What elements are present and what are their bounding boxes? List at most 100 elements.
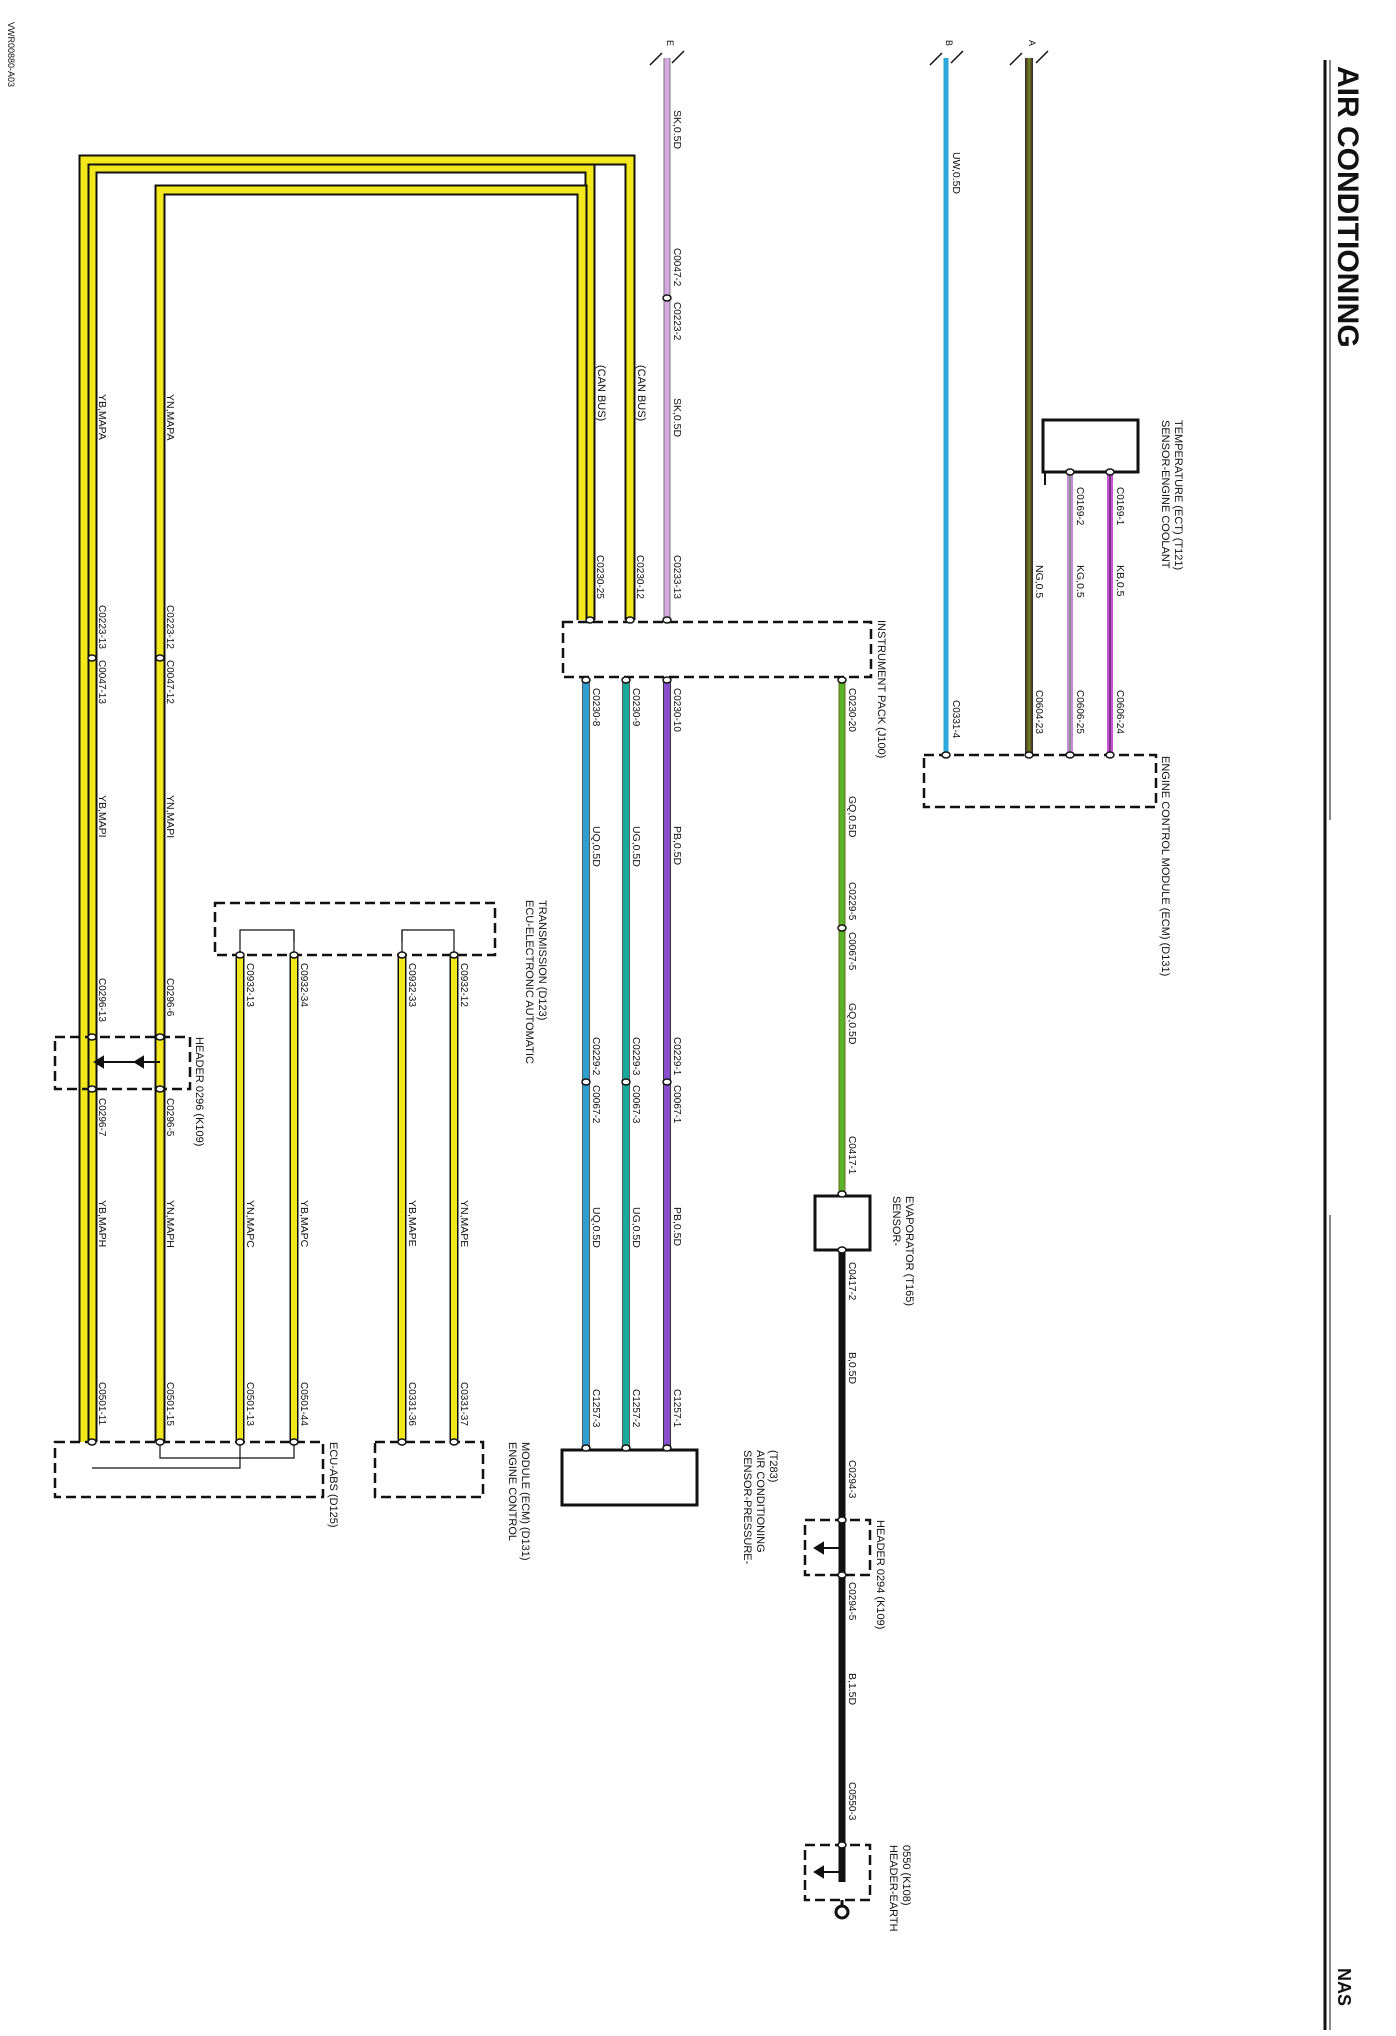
can-bus-label-2: (CAN BUS)	[595, 365, 607, 421]
svg-text:TEMPERATURE (ECT) (T121): TEMPERATURE (ECT) (T121)	[1172, 420, 1184, 570]
pin-c0230-8: C0230-8	[590, 688, 601, 727]
wl-yb-mapa: YB,MAPA	[96, 394, 108, 440]
pin-c0294-5: C0294-5	[846, 1582, 857, 1621]
svg-text:SENSOR-: SENSOR-	[890, 1196, 902, 1246]
wire-labels: SK,0.5D SK,0.5D UW,0.5D KB,0.5 KG,0.5 NG…	[96, 110, 1126, 1706]
label-ecm-bottom: ENGINE CONTROL MODULE (ECM) (D131)	[506, 1442, 531, 1561]
pin-c0296-7: C0296-7	[96, 1098, 107, 1137]
wl-yn-mapc: YN,MAPC	[244, 1200, 256, 1248]
tcm-box	[213, 901, 497, 957]
wl-b-15: B,1.5D	[846, 1673, 858, 1706]
can-bus-label-1: (CAN BUS)	[635, 365, 647, 421]
wire-can-outer	[78, 154, 636, 1442]
wl-yb-mapc: YB,MAPC	[298, 1200, 310, 1248]
wl-uq-2: UQ,0.5D	[590, 1207, 602, 1248]
wl-yn-mapi: YN,MAPI	[164, 795, 176, 838]
wl-pb-1: PB,0.5D	[671, 826, 683, 866]
pin-c0230-12: C0230-12	[634, 555, 645, 599]
component-labels: SENSOR-ENGINE COOLANT TEMPERATURE (ECT) …	[193, 420, 1184, 1932]
wl-ng: NG,0.5	[1033, 565, 1045, 598]
svg-text:ECU-ELECTRONIC AUTOMATIC: ECU-ELECTRONIC AUTOMATIC	[523, 900, 535, 1064]
wl-uq-1: UQ,0.5D	[590, 826, 602, 867]
wl-yn-mape: YN,MAPE	[458, 1200, 470, 1247]
pin-c0230-25: C0230-25	[594, 555, 605, 599]
pin-c0501-13: C0501-13	[244, 1382, 255, 1426]
pin-c0501-44: C0501-44	[298, 1382, 309, 1426]
svg-text:INSTRUMENT PACK (J100): INSTRUMENT PACK (J100)	[875, 620, 887, 758]
page-title: AIR CONDITIONING	[1331, 66, 1364, 348]
pin-c0932-33: C0932-33	[406, 963, 417, 1007]
label-ect-sensor: SENSOR-ENGINE COOLANT TEMPERATURE (ECT) …	[1159, 420, 1184, 570]
pin-c0417-2: C0417-2	[846, 1262, 857, 1301]
pin-c0932-12: C0932-12	[458, 963, 469, 1007]
wl-yn-mapa: YN,MAPA	[164, 394, 176, 440]
svg-text:0550 (K108): 0550 (K108)	[900, 1845, 912, 1906]
pin-c0047-2: C0047-2	[671, 248, 682, 287]
pin-c0169-1: C0169-1	[1114, 487, 1125, 526]
pin-c0296-5: C0296-5	[164, 1098, 175, 1137]
pin-c0230-9: C0230-9	[630, 688, 641, 727]
wl-kb: KB,0.5	[1114, 565, 1126, 597]
pin-c0233-13: C0233-13	[671, 555, 682, 599]
header-0296-box	[53, 1035, 192, 1091]
wl-ug-2: UG,0.5D	[630, 1207, 642, 1248]
svg-text:HEADER-EARTH: HEADER-EARTH	[887, 1845, 899, 1932]
components	[53, 418, 1158, 1902]
pin-c0550-3: C0550-3	[846, 1782, 857, 1821]
wl-yb-maph: YB,MAPH	[96, 1200, 108, 1247]
label-instrument-pack: INSTRUMENT PACK (J100)	[875, 620, 887, 758]
pin-c0294-3: C0294-3	[846, 1460, 857, 1499]
pin-c0606-25: C0606-25	[1074, 690, 1085, 734]
pin-c0604-23: C0604-23	[1033, 690, 1044, 734]
pin-markers	[87, 294, 1115, 1849]
pin-c0230-10: C0230-10	[671, 688, 682, 732]
connector-b: B	[944, 40, 954, 46]
title-block: AIR CONDITIONING NAS	[1323, 60, 1364, 2030]
label-ecm-top: ENGINE CONTROL MODULE (ECM) (D131)	[1159, 756, 1171, 976]
pin-c0067-5: C0067-5	[846, 932, 857, 971]
pin-c0223-12: C0223-12	[164, 605, 175, 649]
pin-c0067-1: C0067-1	[671, 1085, 682, 1124]
ecm-top-box	[922, 753, 1158, 809]
label-header-0296: HEADER 0296 (K109)	[193, 1037, 205, 1146]
svg-text:AIR CONDITIONING: AIR CONDITIONING	[754, 1450, 766, 1553]
pin-c0417-1: C0417-1	[846, 1136, 857, 1175]
wl-ug-1: UG,0.5D	[630, 826, 642, 867]
doc-id: VWR00880-A03	[6, 22, 16, 87]
label-header-0294: HEADER 0294 (K109)	[874, 1520, 886, 1629]
evap-sensor-box	[813, 1194, 872, 1252]
pin-c0606-24: C0606-24	[1114, 690, 1125, 734]
pin-c0932-13: C0932-13	[244, 963, 255, 1007]
ac-pressure-box	[560, 1448, 699, 1507]
label-header-earth: HEADER-EARTH 0550 (K108)	[887, 1845, 912, 1932]
svg-text:SENSOR-ENGINE COOLANT: SENSOR-ENGINE COOLANT	[1159, 420, 1171, 569]
pin-c0229-2: C0229-2	[590, 1037, 601, 1076]
wl-uw: UW,0.5D	[950, 152, 962, 194]
pin-c0229-1: C0229-1	[671, 1037, 682, 1076]
wl-yb-mapi: YB,MAPI	[96, 795, 108, 838]
wire-can-inner	[154, 184, 588, 1442]
ecm-bottom-box	[373, 1440, 485, 1499]
wire-tcm-yellow	[235, 955, 459, 1442]
svg-text:TRANSMISSION (D123): TRANSMISSION (D123)	[536, 900, 548, 1020]
ect-sensor-box	[1041, 418, 1140, 474]
svg-text:HEADER 0296 (K109): HEADER 0296 (K109)	[193, 1037, 205, 1146]
market-code: NAS	[1334, 1968, 1354, 2006]
wl-sk-top: SK,0.5D	[671, 110, 683, 150]
svg-text:(T283): (T283)	[767, 1450, 779, 1482]
svg-text:EVAPORATOR (T165): EVAPORATOR (T165)	[903, 1196, 915, 1306]
pin-c0501-15: C0501-15	[164, 1382, 175, 1426]
pin-c0331-37: C0331-37	[458, 1382, 469, 1426]
abs-box	[53, 1440, 325, 1499]
connector-a: A	[1027, 40, 1037, 46]
pin-c0223-13: C0223-13	[96, 605, 107, 649]
svg-text:MODULE (ECM) (D131): MODULE (ECM) (D131)	[519, 1442, 531, 1561]
svg-text:SENSOR-PRESSURE-: SENSOR-PRESSURE-	[741, 1450, 753, 1565]
label-ac-pressure: SENSOR-PRESSURE- AIR CONDITIONING (T283)	[741, 1450, 779, 1565]
wl-pb-2: PB,0.5D	[671, 1207, 683, 1247]
wl-yn-maph: YN,MAPH	[164, 1200, 176, 1248]
pin-c1257-1: C1257-1	[671, 1389, 682, 1428]
pin-c0296-13: C0296-13	[96, 978, 107, 1022]
earth-ground-icon	[834, 1900, 850, 1920]
